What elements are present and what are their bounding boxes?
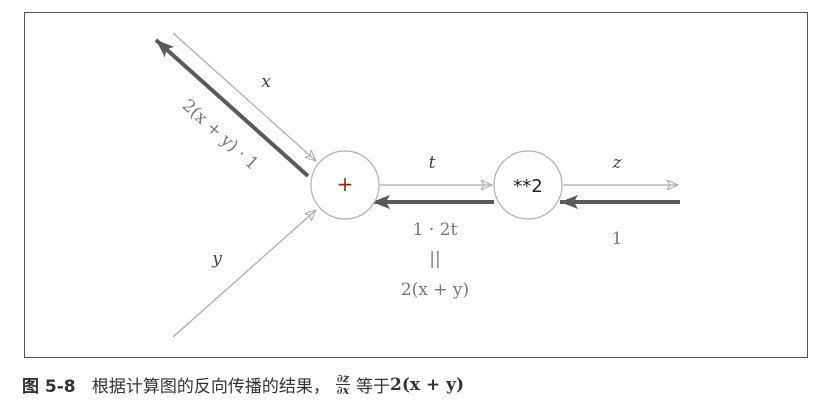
label-t-gradient-simplified: 2(x + y): [401, 280, 469, 300]
label-y: y: [211, 249, 222, 269]
label-t: t: [429, 153, 436, 173]
figure-number: 图 5-8: [22, 377, 76, 397]
label-t-gradient: 1 · 2t: [413, 220, 458, 240]
add-node-label: +: [337, 172, 354, 196]
computational-graph: + **2 x y t z 2(x + y) · 1 1 · 2t || 2(x…: [154, 32, 680, 338]
square-node-label: **2: [513, 176, 542, 197]
figure-caption: 图 5-8 根据计算图的反向传播的结果， ∂z ∂x 等于 2(x + y): [22, 372, 464, 397]
diagram-frame: [24, 12, 808, 358]
partial-fraction: ∂z ∂x: [335, 372, 350, 397]
caption-text: 根据计算图的反向传播的结果，: [91, 377, 330, 397]
fraction-numerator: ∂z: [335, 372, 350, 385]
label-x: x: [261, 72, 271, 92]
y-forward-arrow: [172, 210, 316, 338]
caption-result: 2(x + y): [389, 374, 464, 395]
caption-equals-text: 等于: [355, 377, 390, 397]
square-node: **2: [493, 150, 563, 220]
label-z-gradient: 1: [612, 229, 623, 249]
add-node: +: [310, 150, 380, 220]
fraction-denominator: ∂x: [336, 384, 350, 397]
label-z: z: [612, 153, 623, 173]
label-x-gradient: 2(x + y) · 1: [178, 96, 262, 175]
x-forward-arrow: [172, 32, 316, 161]
x-backward-arrow: [154, 38, 310, 178]
label-equals: ||: [429, 249, 440, 269]
